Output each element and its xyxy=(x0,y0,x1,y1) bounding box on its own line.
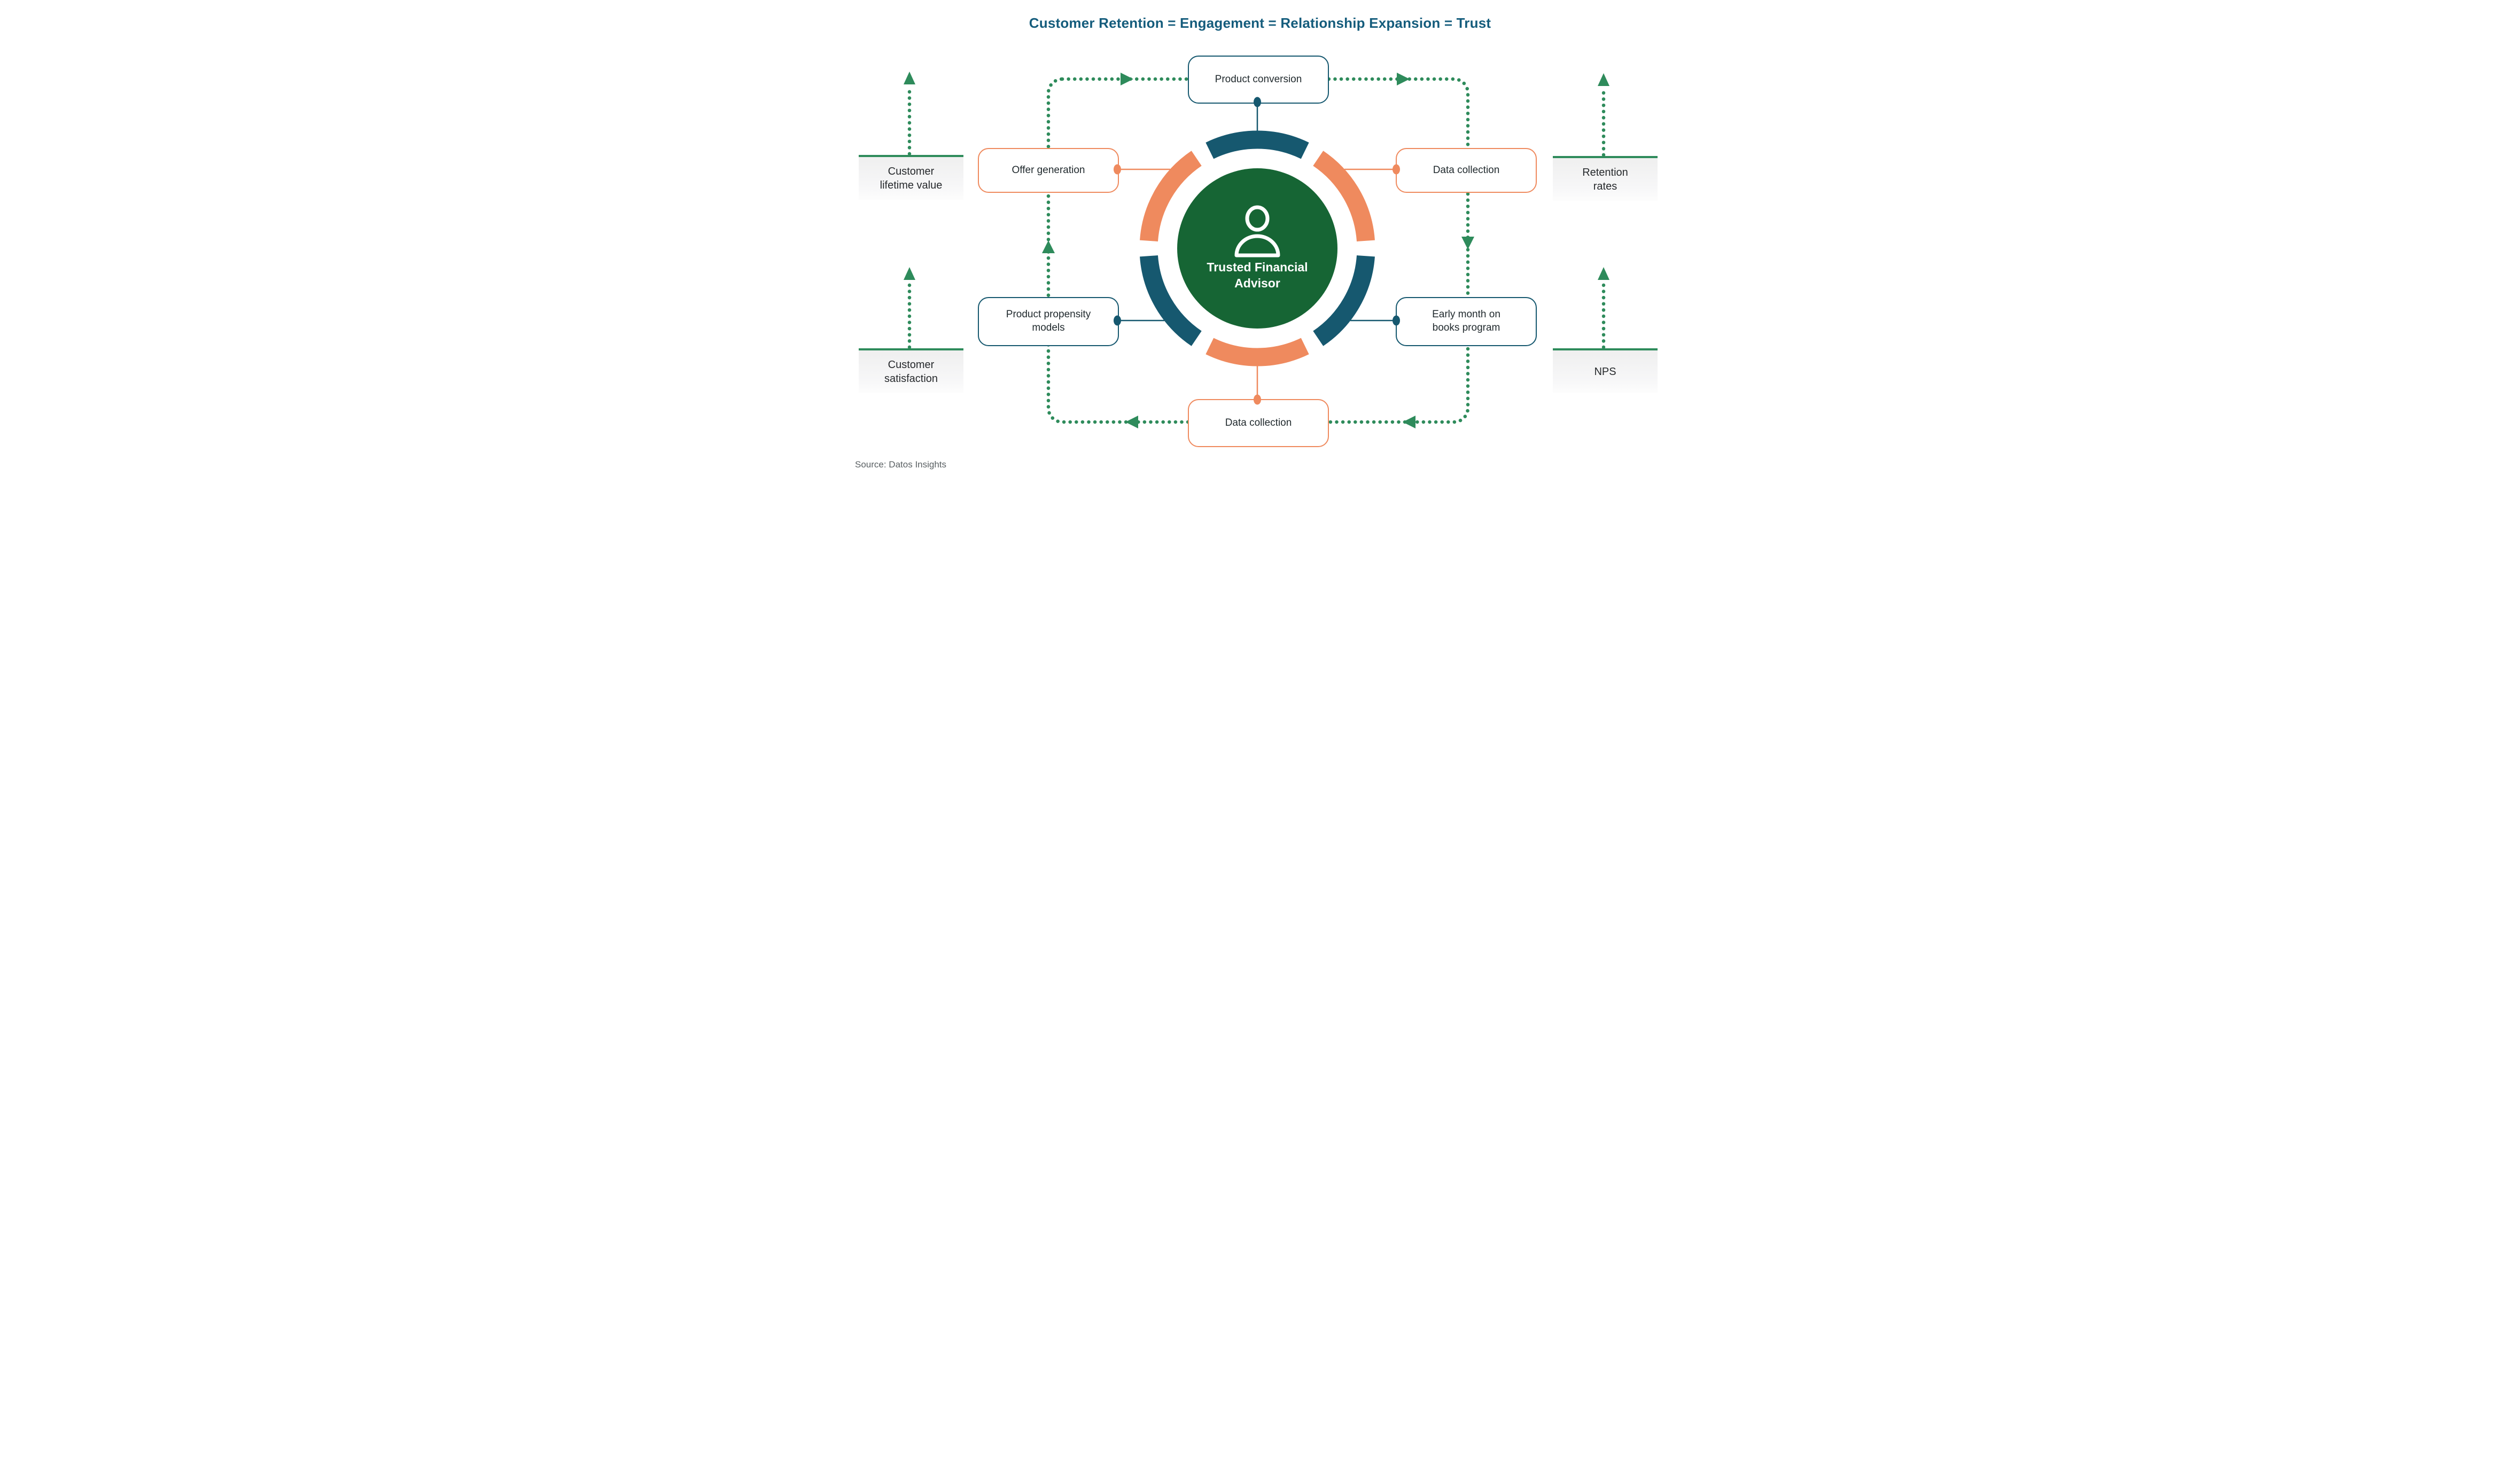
node-early-month-on-books: Early month on books program xyxy=(1396,297,1537,346)
node-label: Early month on books program xyxy=(1432,309,1500,333)
source-credit: Source: Datos Insights xyxy=(855,459,947,470)
node-label: Offer generation xyxy=(1012,164,1085,176)
flow-arrow-right-icon xyxy=(1397,73,1410,85)
person-icon xyxy=(1234,205,1280,257)
metric-customer-satisfaction: Customer satisfaction xyxy=(859,348,963,393)
metric-customer-lifetime-value: Customer lifetime value xyxy=(859,155,963,200)
flow-arrow-down-icon xyxy=(1461,237,1474,249)
flow-arrow-left-icon xyxy=(1125,416,1138,428)
infographic-canvas: Customer Retention = Engagement = Relati… xyxy=(840,0,1680,495)
metric-label: Retention rates xyxy=(1582,167,1628,192)
segmented-ring xyxy=(1140,130,1375,366)
metric-label: NPS xyxy=(1594,366,1616,378)
diagram-graphics xyxy=(904,72,1609,428)
node-data-collection-top: Data collection xyxy=(1396,148,1537,193)
metric-arrows xyxy=(904,72,1609,349)
flow-arrow-right-icon xyxy=(1121,73,1133,85)
metric-arrow-up-icon xyxy=(904,267,915,280)
node-label: Product conversion xyxy=(1215,73,1302,85)
ring-segment-lower-left xyxy=(1140,255,1202,346)
node-product-propensity-models: Product propensity models xyxy=(978,297,1119,346)
node-label: Product propensity models xyxy=(1006,309,1091,333)
metric-label: Customer satisfaction xyxy=(884,359,938,385)
center-circle xyxy=(1177,168,1337,329)
ring-segment-bottom xyxy=(1205,338,1309,366)
center-label-line2: Advisor xyxy=(1234,276,1280,290)
node-product-conversion: Product conversion xyxy=(1188,56,1329,104)
ring-segment-upper-right xyxy=(1313,151,1375,242)
node-data-collection-bottom: Data collection xyxy=(1188,399,1329,447)
center-label: Trusted Financial Advisor xyxy=(1177,260,1337,292)
metric-arrow-up-icon xyxy=(1598,267,1609,280)
ring-segment-top xyxy=(1205,130,1309,159)
ring-segment-upper-left xyxy=(1140,151,1202,242)
metric-retention-rates: Retention rates xyxy=(1553,156,1658,201)
flow-arrow-up-icon xyxy=(1042,240,1055,253)
center-disc xyxy=(1177,168,1337,329)
node-connectors xyxy=(1118,103,1395,398)
node-offer-generation: Offer generation xyxy=(978,148,1119,193)
ring-segment-lower-right xyxy=(1313,255,1375,346)
metric-label: Customer lifetime value xyxy=(880,166,943,191)
metric-arrow-up-icon xyxy=(1598,73,1609,86)
metric-nps: NPS xyxy=(1553,348,1658,393)
flow-loop xyxy=(1042,73,1474,428)
node-label: Data collection xyxy=(1433,164,1500,176)
node-label: Data collection xyxy=(1225,417,1292,428)
flow-arrow-left-icon xyxy=(1403,416,1415,428)
diagram-title: Customer Retention = Engagement = Relati… xyxy=(1029,15,1491,31)
center-label-line1: Trusted Financial xyxy=(1207,260,1308,274)
metric-arrow-up-icon xyxy=(904,72,915,84)
